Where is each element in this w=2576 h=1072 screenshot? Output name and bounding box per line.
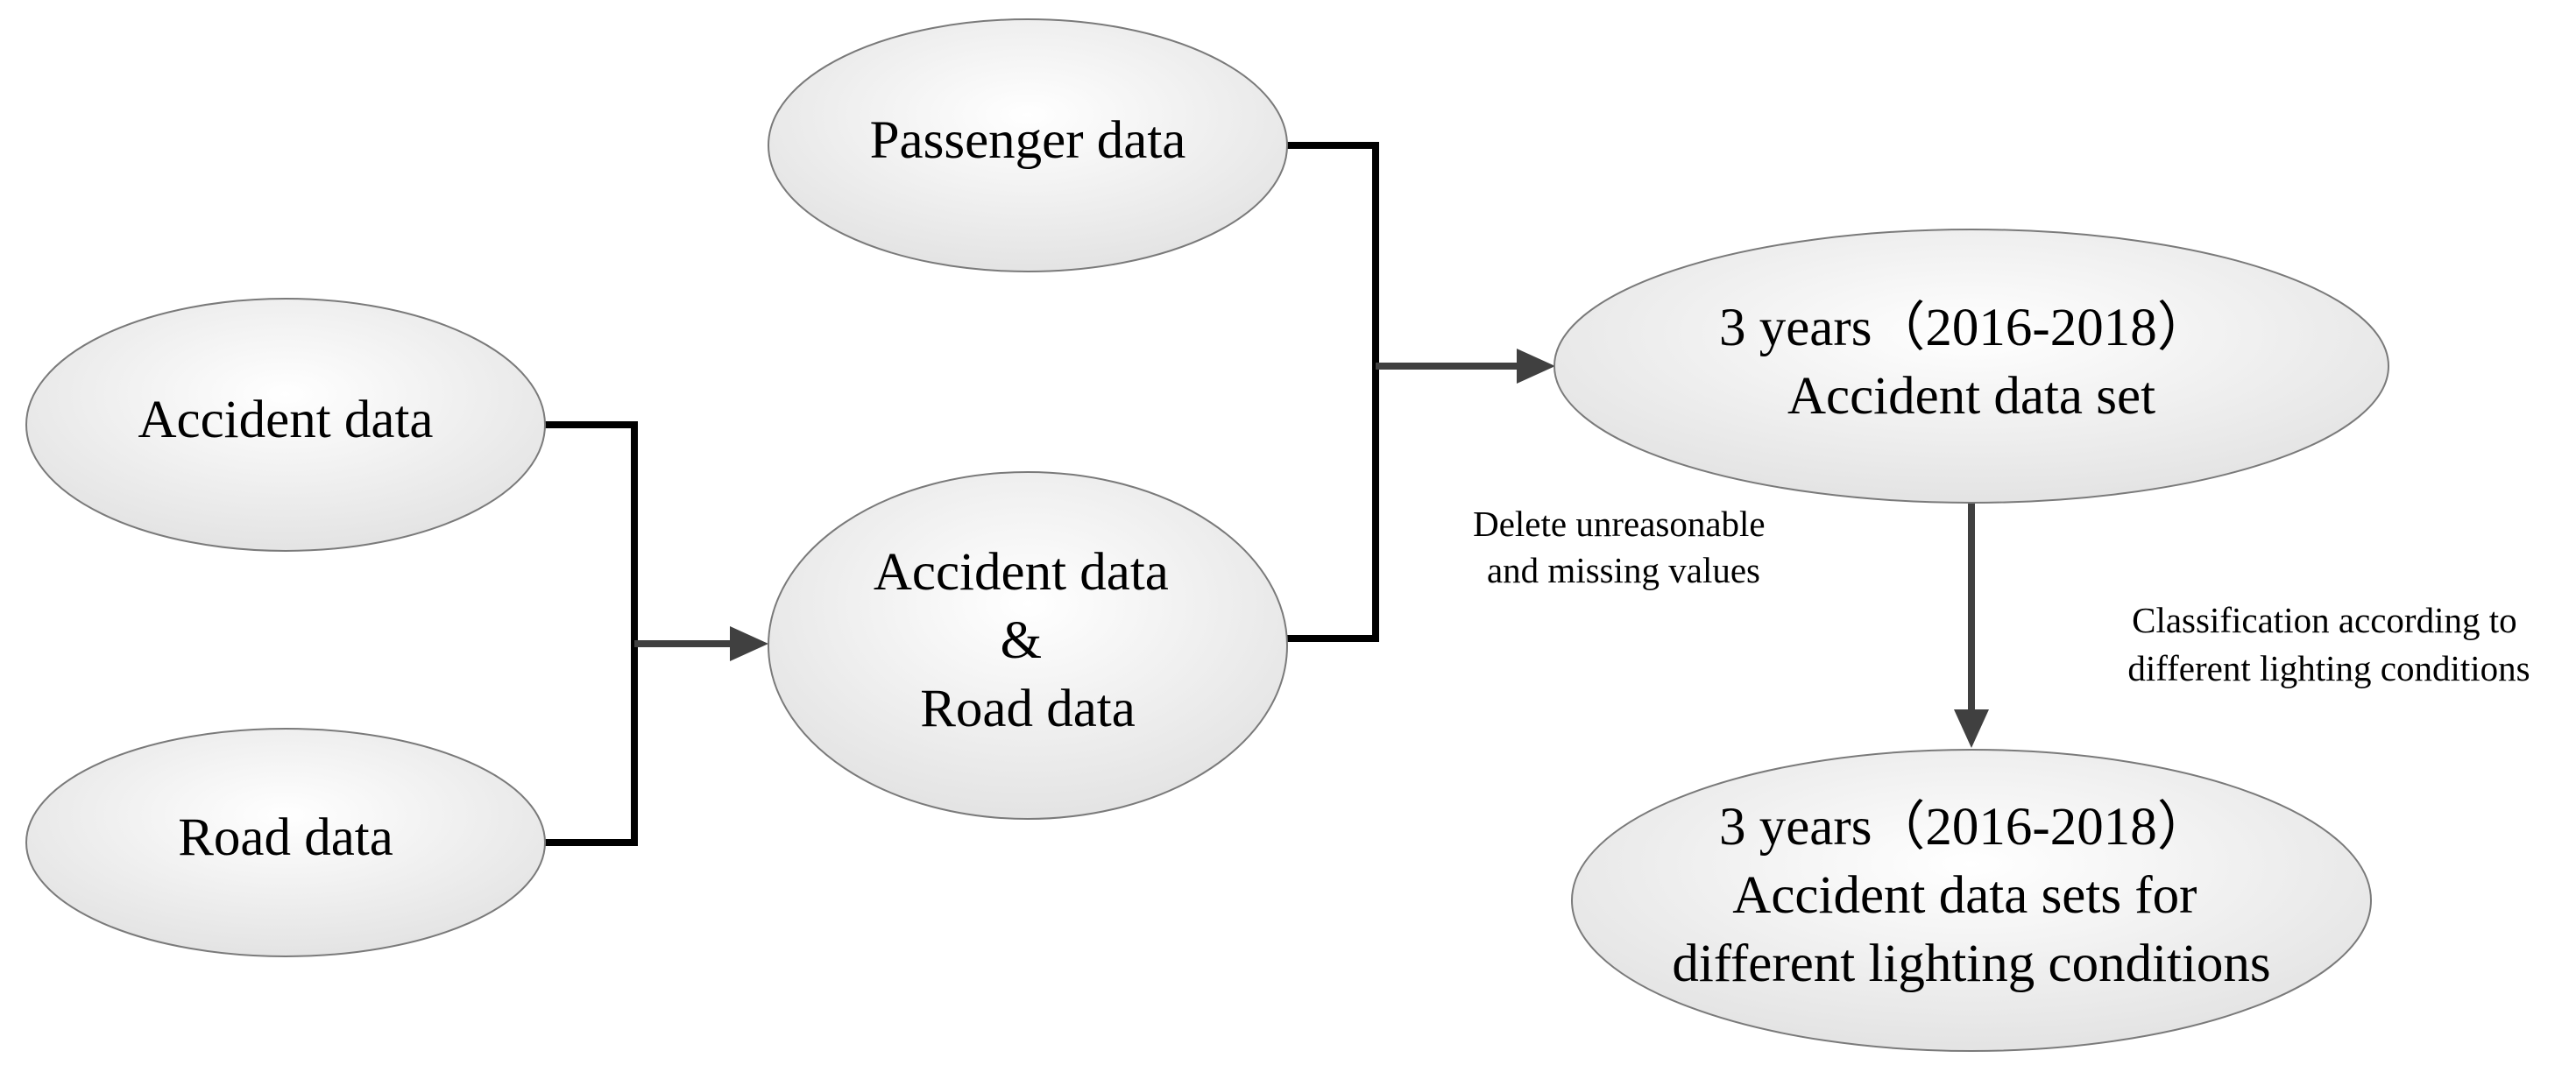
cleaning-note-line-1: Delete unreasonable	[1473, 504, 1766, 544]
passenger-merged-bracket	[1286, 142, 1379, 642]
passenger-data-node: Passenger data	[768, 18, 1288, 272]
accident-data-line: Accident data	[138, 391, 433, 449]
road-data-node: Road data	[25, 728, 546, 957]
accident-dataset-line-2: Accident data set	[1787, 367, 2155, 426]
merged-data-ellipse	[768, 471, 1288, 820]
accident-road-bracket	[543, 421, 638, 846]
classification-note-line-1: Classification according to	[2132, 600, 2517, 640]
classification-arrowhead	[1954, 709, 1989, 748]
classification-note: Classification according to different li…	[2127, 600, 2530, 688]
merged-data-line-1: Accident data	[874, 543, 1169, 602]
road-data-ellipse	[25, 728, 546, 957]
passenger-data-label: Passenger data	[870, 111, 1186, 170]
accident-data-node: Accident data	[25, 298, 546, 552]
merged-data-node: Accident data & Road data	[768, 471, 1288, 820]
merged-data-label: Accident data & Road data	[874, 543, 1182, 738]
accident-dataset-ellipse	[1553, 229, 2389, 504]
accident-dataset-label: 3 years（2016-2018） Accident data set	[1719, 299, 2224, 426]
accident-data-ellipse	[25, 298, 546, 552]
cleaning-note: Delete unreasonable and missing values	[1473, 504, 1774, 590]
dataset-arrowhead	[1517, 349, 1555, 384]
passenger-data-line: Passenger data	[870, 111, 1186, 170]
accident-dataset-line-1: 3 years（2016-2018）	[1719, 299, 2211, 357]
lighting-datasets-label: 3 years（2016-2018） Accident data sets fo…	[1672, 798, 2270, 993]
classification-note-line-2: different lighting conditions	[2127, 648, 2530, 688]
lighting-datasets-line-2: Accident data sets for	[1732, 866, 2197, 925]
merged-data-line-3: Road data	[920, 680, 1136, 738]
cleaning-note-line-2: and missing values	[1487, 550, 1760, 590]
road-data-label: Road data	[178, 808, 393, 867]
accident-data-label: Accident data	[138, 391, 433, 449]
accident-dataset-node: 3 years（2016-2018） Accident data set	[1553, 229, 2389, 504]
merged-data-line-2: &	[1001, 611, 1042, 670]
lighting-datasets-ellipse	[1571, 749, 2372, 1052]
passenger-data-ellipse	[768, 18, 1288, 272]
merge-arrowhead	[730, 626, 768, 661]
lighting-datasets-node: 3 years（2016-2018） Accident data sets fo…	[1571, 749, 2372, 1052]
road-data-line: Road data	[178, 808, 393, 867]
lighting-datasets-line-1: 3 years（2016-2018）	[1719, 798, 2211, 857]
lighting-datasets-line-3: different lighting conditions	[1672, 934, 2270, 993]
